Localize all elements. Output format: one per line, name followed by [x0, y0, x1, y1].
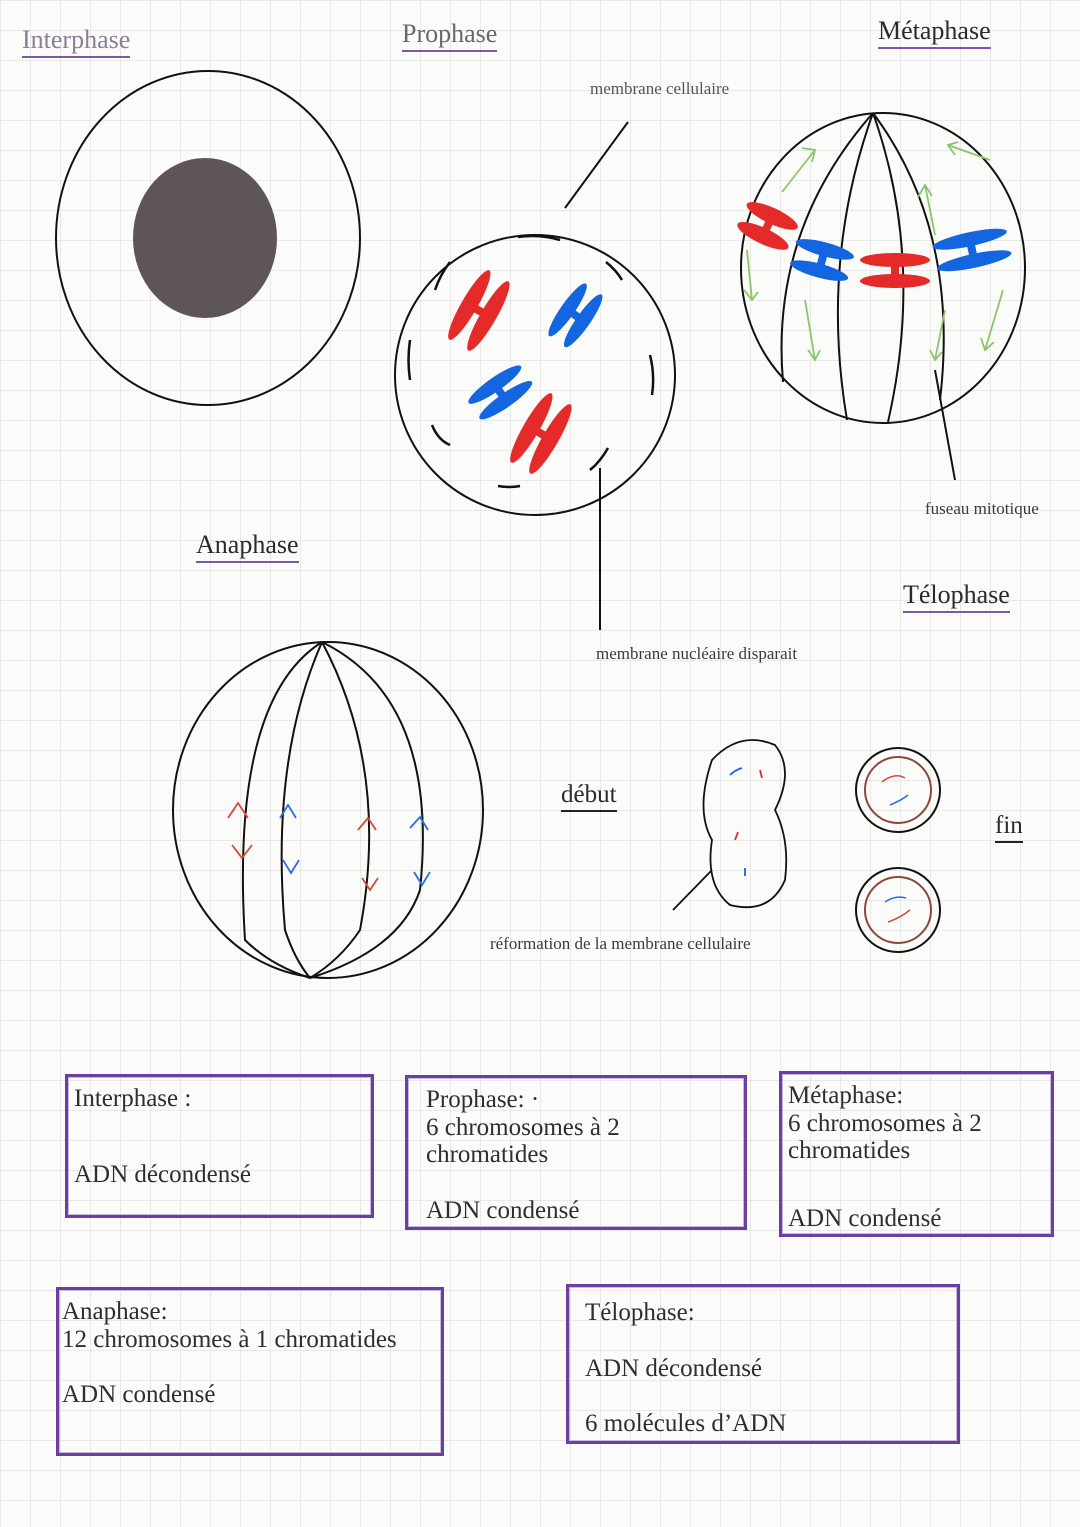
heading-telophase: Télophase: [903, 580, 1010, 613]
label-membrane-nucleaire: membrane nucléaire disparait: [596, 644, 798, 663]
summary-box-interphase: Interphase : ADN décondensé: [65, 1074, 374, 1218]
telophase-start-cell: [672, 739, 788, 911]
heading-metaphase: Métaphase: [878, 16, 991, 49]
label-membrane-cellulaire: membrane cellulaire: [590, 79, 730, 98]
box-title: Prophase: ·: [426, 1086, 540, 1113]
nuclear-membrane-fragments: [407, 234, 655, 489]
spindle-arrows: [743, 141, 1004, 362]
box-title: Métaphase:: [788, 1082, 904, 1109]
heading-interphase: Interphase: [22, 25, 131, 58]
box-title: Anaphase:: [62, 1298, 168, 1325]
box-line: 6 chromosomes à 2: [426, 1113, 620, 1141]
box-line: ADN décondensé: [585, 1354, 763, 1382]
label-reformation: réformation de la membrane cellulaire: [490, 934, 751, 953]
box-title: Interphase :: [74, 1085, 192, 1112]
anaphase-cell: [172, 641, 484, 979]
label-fuseau-mitotique: fuseau mitotique: [925, 499, 1039, 518]
box-line: chromatides: [788, 1137, 911, 1164]
metaphase-cell: [737, 112, 1026, 481]
box-line: ADN condensé: [788, 1204, 942, 1232]
box-line: ADN décondensé: [74, 1160, 252, 1188]
summary-box-metaphase: Métaphase: 6 chromosomes à 2 chromatides…: [779, 1071, 1054, 1237]
label-debut: début: [561, 781, 617, 812]
box-line: chromatides: [426, 1141, 549, 1168]
summary-box-prophase: Prophase: · 6 chromosomes à 2 chromatide…: [405, 1075, 747, 1230]
box-line: ADN condensé: [62, 1381, 216, 1408]
box-line: ADN condensé: [426, 1196, 580, 1224]
label-fin: fin: [995, 812, 1023, 843]
box-line: 12 chromosomes à 1 chromatides: [62, 1325, 397, 1353]
heading-prophase: Prophase: [402, 19, 498, 52]
interphase-cell: [55, 70, 361, 406]
heading-anaphase: Anaphase: [196, 530, 299, 563]
nucleus: [133, 158, 277, 318]
box-line: 6 molécules d’ADN: [585, 1410, 787, 1437]
box-title: Télophase:: [585, 1299, 695, 1326]
summary-box-anaphase: Anaphase: 12 chromosomes à 1 chromatides…: [56, 1287, 444, 1456]
telophase-end-cells: [855, 747, 941, 953]
box-line: 6 chromosomes à 2: [788, 1109, 982, 1137]
prophase-cell: [394, 121, 676, 630]
summary-box-telophase: Télophase: ADN décondensé 6 molécules d’…: [566, 1284, 960, 1444]
